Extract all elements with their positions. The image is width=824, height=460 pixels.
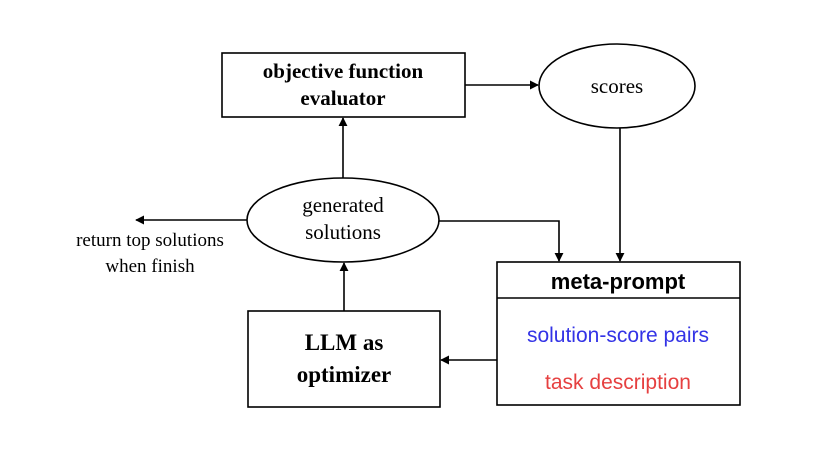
return-note: return top solutions when finish: [76, 230, 224, 277]
generated-label-line1: generated: [302, 193, 384, 217]
evaluator-box: [221, 52, 466, 118]
generated-label-line2: solutions: [305, 220, 381, 244]
evaluator-label-line2: evaluator: [300, 86, 385, 110]
return-note-line1: return top solutions: [76, 230, 224, 251]
evaluator-node: objective function evaluator: [221, 52, 466, 118]
meta-prompt-node: meta-prompt solution-score pairs task de…: [496, 261, 741, 406]
meta-prompt-pairs: solution-score pairs: [527, 324, 709, 347]
meta-prompt-task: task description: [545, 371, 691, 394]
scores-label: scores: [591, 74, 643, 98]
arrow-generated-to-meta-prompt: [439, 220, 564, 262]
generated-solutions-node: generated solutions: [246, 177, 440, 263]
connectors: [135, 80, 625, 365]
scores-ellipse: [538, 43, 696, 129]
meta-prompt-box: [496, 261, 741, 406]
evaluator-label-line1: objective function: [263, 59, 424, 83]
return-note-line2: when finish: [105, 256, 195, 277]
optimizer-label-line1: LLM as: [305, 330, 384, 355]
optimizer-node: LLM as optimizer: [247, 310, 441, 408]
scores-node: scores: [538, 43, 696, 129]
optimizer-label-line2: optimizer: [297, 362, 392, 387]
meta-prompt-title: meta-prompt: [551, 269, 686, 294]
optimizer-box: [247, 310, 441, 408]
